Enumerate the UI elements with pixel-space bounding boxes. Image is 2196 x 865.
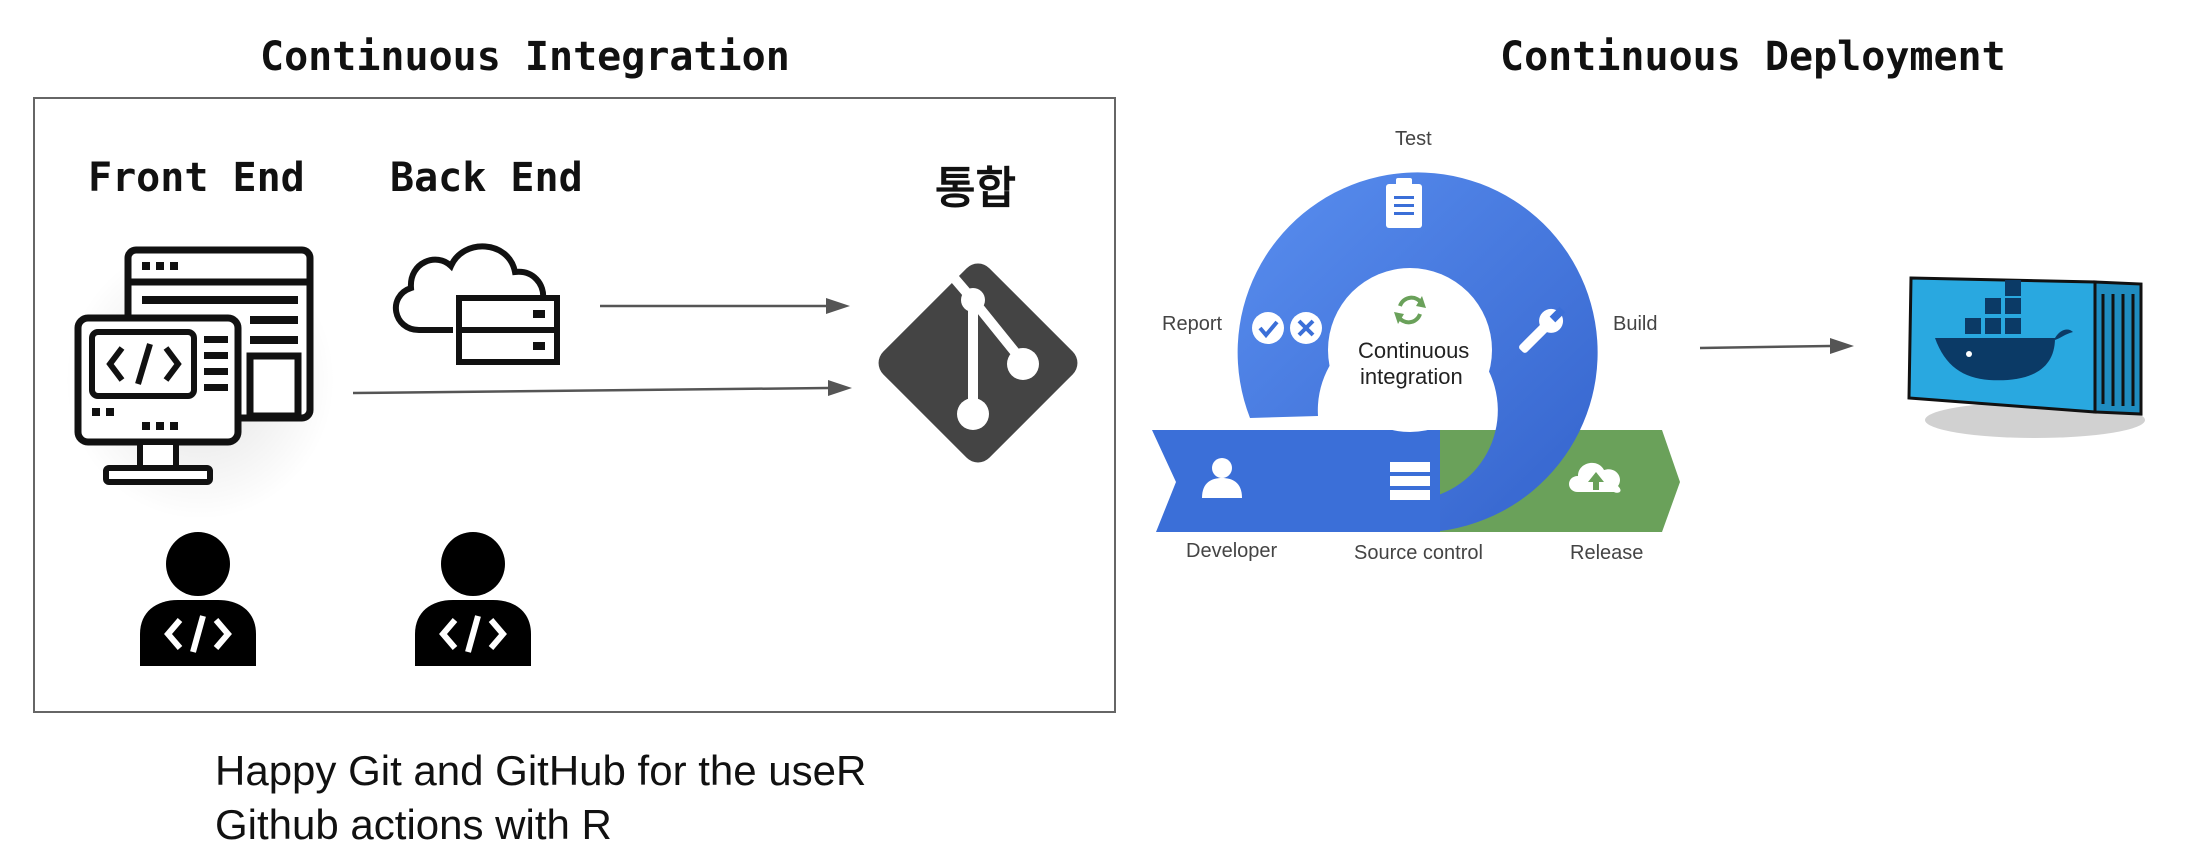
ci-cycle-diagram bbox=[1152, 172, 1680, 533]
cloud-server-icon bbox=[392, 243, 560, 365]
cycle-label-test: Test bbox=[1395, 128, 1432, 150]
user-icon bbox=[1202, 458, 1242, 498]
frontend-label: Front End bbox=[88, 155, 305, 201]
cycle-center-line1: Continuous bbox=[1358, 338, 1470, 363]
footer-references: Happy Git and GitHub for the useR Github… bbox=[215, 744, 866, 852]
refresh-icon bbox=[1394, 295, 1426, 325]
server-icon bbox=[1390, 462, 1430, 500]
cycle-center-line2: integration bbox=[1360, 364, 1463, 389]
cycle-label-report: Report bbox=[1162, 313, 1223, 335]
cycle-label-developer: Developer bbox=[1186, 540, 1278, 562]
wrench-icon bbox=[1519, 306, 1566, 353]
cd-title: Continuous Deployment bbox=[1500, 34, 2006, 80]
ci-title: Continuous Integration bbox=[260, 34, 790, 80]
developer-banner bbox=[1152, 430, 1440, 532]
backend-label: Back End bbox=[390, 155, 583, 201]
cycle-label-build: Build bbox=[1613, 313, 1658, 335]
cycle-label-source-control: Source control bbox=[1354, 542, 1483, 564]
docker-container-icon bbox=[1907, 276, 2145, 438]
code-monitor-icon bbox=[65, 240, 335, 520]
cross-icon bbox=[1290, 312, 1322, 344]
check-icon bbox=[1252, 312, 1284, 344]
cycle-label-release: Release bbox=[1570, 542, 1644, 564]
developer-icon bbox=[140, 532, 256, 666]
ci-frame bbox=[33, 97, 1116, 713]
git-icon bbox=[878, 256, 1078, 463]
developer-icon bbox=[415, 532, 531, 666]
footer-line-2: Github actions with R bbox=[215, 801, 612, 848]
integration-label: 통합 bbox=[935, 163, 1016, 214]
footer-line-1: Happy Git and GitHub for the useR bbox=[215, 747, 867, 794]
clipboard-icon bbox=[1386, 178, 1422, 228]
cloud-upload-icon bbox=[1569, 462, 1621, 493]
